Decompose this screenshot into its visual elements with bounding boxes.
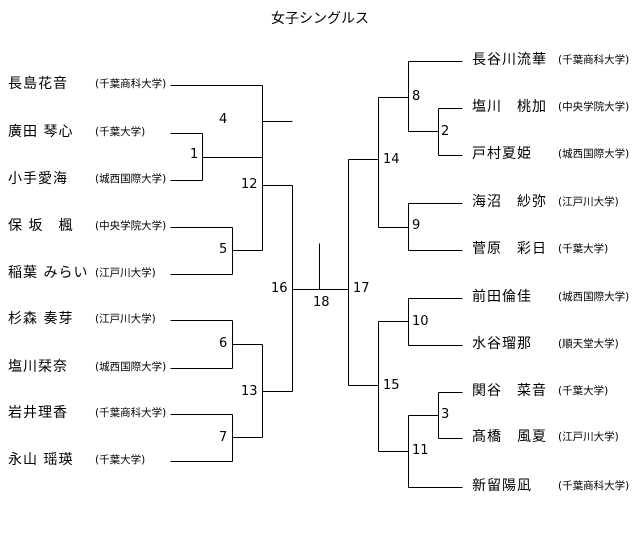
match-number: 7: [219, 430, 228, 445]
player-name: 戸村夏姫: [472, 146, 532, 162]
player-name: 長島花音: [8, 76, 68, 92]
match-number: 6: [219, 336, 228, 351]
match-number: 13: [241, 384, 258, 399]
player-name: 塩川 桃加: [472, 99, 547, 115]
player-team: (千葉大学): [558, 243, 609, 255]
player-team: (江戸川大学): [95, 313, 156, 325]
player-team: (千葉商科大学): [558, 480, 630, 492]
player-name: 水谷瑠那: [472, 336, 532, 352]
player-team: (江戸川大学): [95, 267, 156, 279]
page-title: 女子シングルス: [271, 11, 369, 27]
match-number: 9: [412, 218, 421, 233]
player-name: 海沼 紗弥: [472, 194, 547, 210]
player-team: (千葉大学): [95, 454, 146, 466]
player-team: (江戸川大学): [558, 196, 619, 208]
player-name: 保 坂 楓: [8, 218, 74, 234]
player-team: (千葉商科大学): [95, 78, 167, 90]
player-name: 岩井理香: [8, 405, 68, 421]
player-name: 菅原 彩日: [472, 241, 547, 257]
match-number: 14: [383, 152, 400, 167]
player-name: 髙橋 風夏: [472, 429, 547, 445]
match-number: 11: [412, 443, 429, 458]
match-number: 18: [313, 295, 330, 310]
player-name: 新留陽凪: [472, 478, 532, 494]
player-team: (城西国際大学): [558, 148, 630, 160]
player-team: (城西国際大学): [95, 173, 167, 185]
match-number: 3: [441, 407, 450, 422]
match-number: 16: [271, 281, 288, 296]
player-name: 稲葉 みらい: [8, 265, 89, 281]
match-number: 10: [412, 314, 429, 329]
player-team: (千葉商科大学): [95, 407, 167, 419]
match-number: 17: [353, 281, 370, 296]
match-number: 15: [383, 378, 400, 393]
player-team: (順天堂大学): [558, 338, 619, 350]
player-name: 小手愛海: [8, 171, 68, 187]
player-team: (中央学院大学): [558, 101, 630, 113]
player-team: (江戸川大学): [558, 431, 619, 443]
player-name: 永山 瑶瑛: [8, 452, 74, 468]
player-name: 廣田 琴心: [8, 124, 74, 140]
player-team: (千葉大学): [558, 385, 609, 397]
match-number: 5: [219, 242, 228, 257]
match-number: 1: [190, 147, 199, 162]
match-number: 4: [219, 112, 228, 127]
player-name: 塩川栞奈: [8, 359, 68, 375]
match-number: 8: [412, 89, 421, 104]
player-name: 関谷 菜音: [472, 383, 547, 399]
player-name: 杉森 奏芽: [8, 311, 74, 327]
player-name: 長谷川流華: [472, 52, 547, 68]
player-team: (城西国際大学): [95, 361, 167, 373]
player-team: (千葉大学): [95, 126, 146, 138]
player-team: (中央学院大学): [95, 220, 167, 232]
player-name: 前田倫佳: [472, 289, 532, 305]
match-number: 12: [241, 177, 258, 192]
player-team: (千葉商科大学): [558, 54, 630, 66]
match-number: 2: [441, 124, 450, 139]
player-team: (城西国際大学): [558, 291, 630, 303]
